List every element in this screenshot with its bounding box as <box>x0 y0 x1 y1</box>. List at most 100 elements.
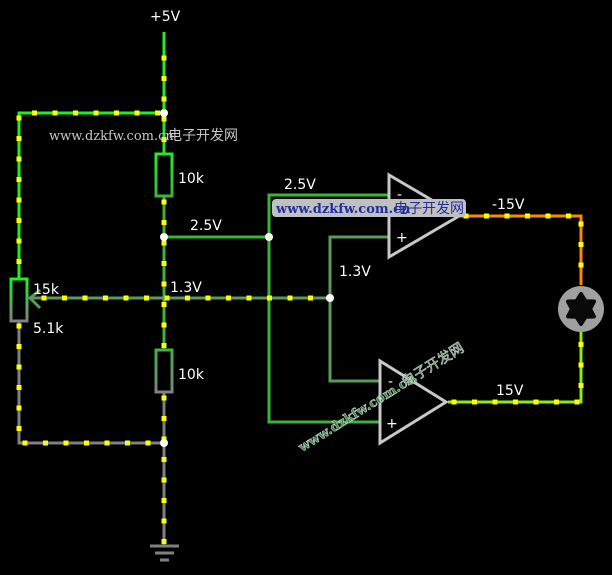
current-dot <box>161 96 167 102</box>
current-dot <box>16 364 22 370</box>
watermark-1: www.dzkfw.com.cn 电子开发网 <box>49 128 238 144</box>
current-dot <box>22 440 28 446</box>
node-supply <box>160 109 168 117</box>
current-dot <box>161 457 167 462</box>
motor-icon[interactable] <box>558 286 604 332</box>
current-dot <box>533 399 539 405</box>
current-dot <box>16 238 22 244</box>
wire-out-neg[interactable] <box>460 214 583 285</box>
current-dot <box>73 110 78 116</box>
current-dot <box>16 197 22 203</box>
current-dot <box>93 110 99 116</box>
current-dot <box>145 440 151 446</box>
current-dot <box>578 262 584 268</box>
current-dot <box>52 110 58 116</box>
resistor-r1[interactable] <box>154 152 174 198</box>
v-out-neg-label: -15V <box>492 197 525 213</box>
current-dot <box>84 440 89 446</box>
current-dot <box>226 295 231 301</box>
current-dot <box>566 213 571 219</box>
current-dot <box>161 199 167 205</box>
current-dot <box>161 281 167 287</box>
current-dot <box>574 399 580 405</box>
node-mid <box>160 233 168 241</box>
pot-bottom-label: 5.1k <box>33 321 64 337</box>
current-dot <box>161 343 167 348</box>
pot-top-label: 15k <box>33 282 60 298</box>
r1-value-label: 10k <box>178 171 205 187</box>
current-dot <box>63 440 69 446</box>
current-dot <box>161 116 167 122</box>
current-dot <box>114 110 119 116</box>
current-dot <box>43 440 48 446</box>
svg-text:电子开发网: 电子开发网 <box>394 201 464 217</box>
svg-text:电子开发网: 电子开发网 <box>399 340 467 391</box>
watermark-2: www.dzkfw.com.cn 电子开发网 <box>272 199 466 217</box>
svg-text:电子开发网: 电子开发网 <box>168 128 238 144</box>
opamp2-minus-label: - <box>388 374 393 390</box>
current-dot <box>161 76 167 81</box>
current-dot <box>161 220 167 225</box>
potentiometer[interactable] <box>9 277 42 323</box>
current-dot <box>451 399 457 405</box>
current-dot <box>161 137 167 142</box>
wire-out-pos[interactable] <box>448 332 583 404</box>
current-dot <box>104 440 110 446</box>
opamp1-minus-label: - <box>397 187 402 203</box>
svg-text:www.dzkfw.com.cn: www.dzkfw.com.cn <box>49 129 174 144</box>
r2-value-label: 10k <box>178 367 205 383</box>
current-dot <box>161 539 167 544</box>
current-dot <box>161 240 167 246</box>
current-dot <box>484 213 489 219</box>
wire-ground[interactable] <box>17 320 166 546</box>
current-dot <box>308 295 313 301</box>
current-dot <box>82 295 88 301</box>
current-dot <box>205 295 211 301</box>
svg-text:www.dzkfw.com.cn: www.dzkfw.com.cn <box>295 371 418 456</box>
current-dot <box>161 518 167 524</box>
v-out-pos-label: 15V <box>496 383 524 399</box>
current-dot <box>463 213 469 219</box>
current-dot <box>164 295 170 301</box>
current-dot <box>161 302 167 307</box>
current-dot <box>554 399 559 405</box>
current-dot <box>16 156 22 162</box>
current-dot <box>578 362 584 368</box>
junction-nodes <box>160 109 334 447</box>
wire-ref-2v5[interactable] <box>164 193 389 424</box>
current-dot <box>578 221 584 227</box>
resistor-r2[interactable] <box>154 348 174 394</box>
current-dot <box>161 55 167 61</box>
current-dot <box>16 323 22 329</box>
current-dot <box>578 342 584 347</box>
current-dot <box>144 295 149 301</box>
v-wiper-label: 1.3V <box>170 280 202 296</box>
current-dot <box>161 261 167 266</box>
opamp-2[interactable] <box>378 358 449 446</box>
current-dot <box>32 110 37 116</box>
current-dot <box>504 213 510 219</box>
current-dot <box>123 295 129 301</box>
wire-wiper-1v3[interactable] <box>38 235 389 383</box>
current-dot <box>16 344 22 349</box>
current-dot <box>16 426 22 431</box>
current-dot <box>134 110 140 116</box>
current-dots <box>16 55 584 544</box>
current-dot <box>16 259 22 264</box>
current-dot <box>472 399 477 405</box>
v-ref-mid-label: 2.5V <box>190 218 222 234</box>
current-dot <box>161 395 167 401</box>
current-dot <box>155 110 160 116</box>
svg-text:www.dzkfw.com.cn: www.dzkfw.com.cn <box>275 202 411 217</box>
v-ref-upper-label: 2.5V <box>284 177 316 193</box>
node-ground <box>160 439 168 447</box>
current-dot <box>287 295 293 301</box>
supply-label: +5V <box>150 9 181 25</box>
v-wiper-right-label: 1.3V <box>339 264 371 280</box>
opamp2-plus-label: + <box>386 416 398 432</box>
opamp1-plus-label: + <box>396 230 408 246</box>
current-dot <box>267 295 272 301</box>
current-dot <box>62 295 67 301</box>
